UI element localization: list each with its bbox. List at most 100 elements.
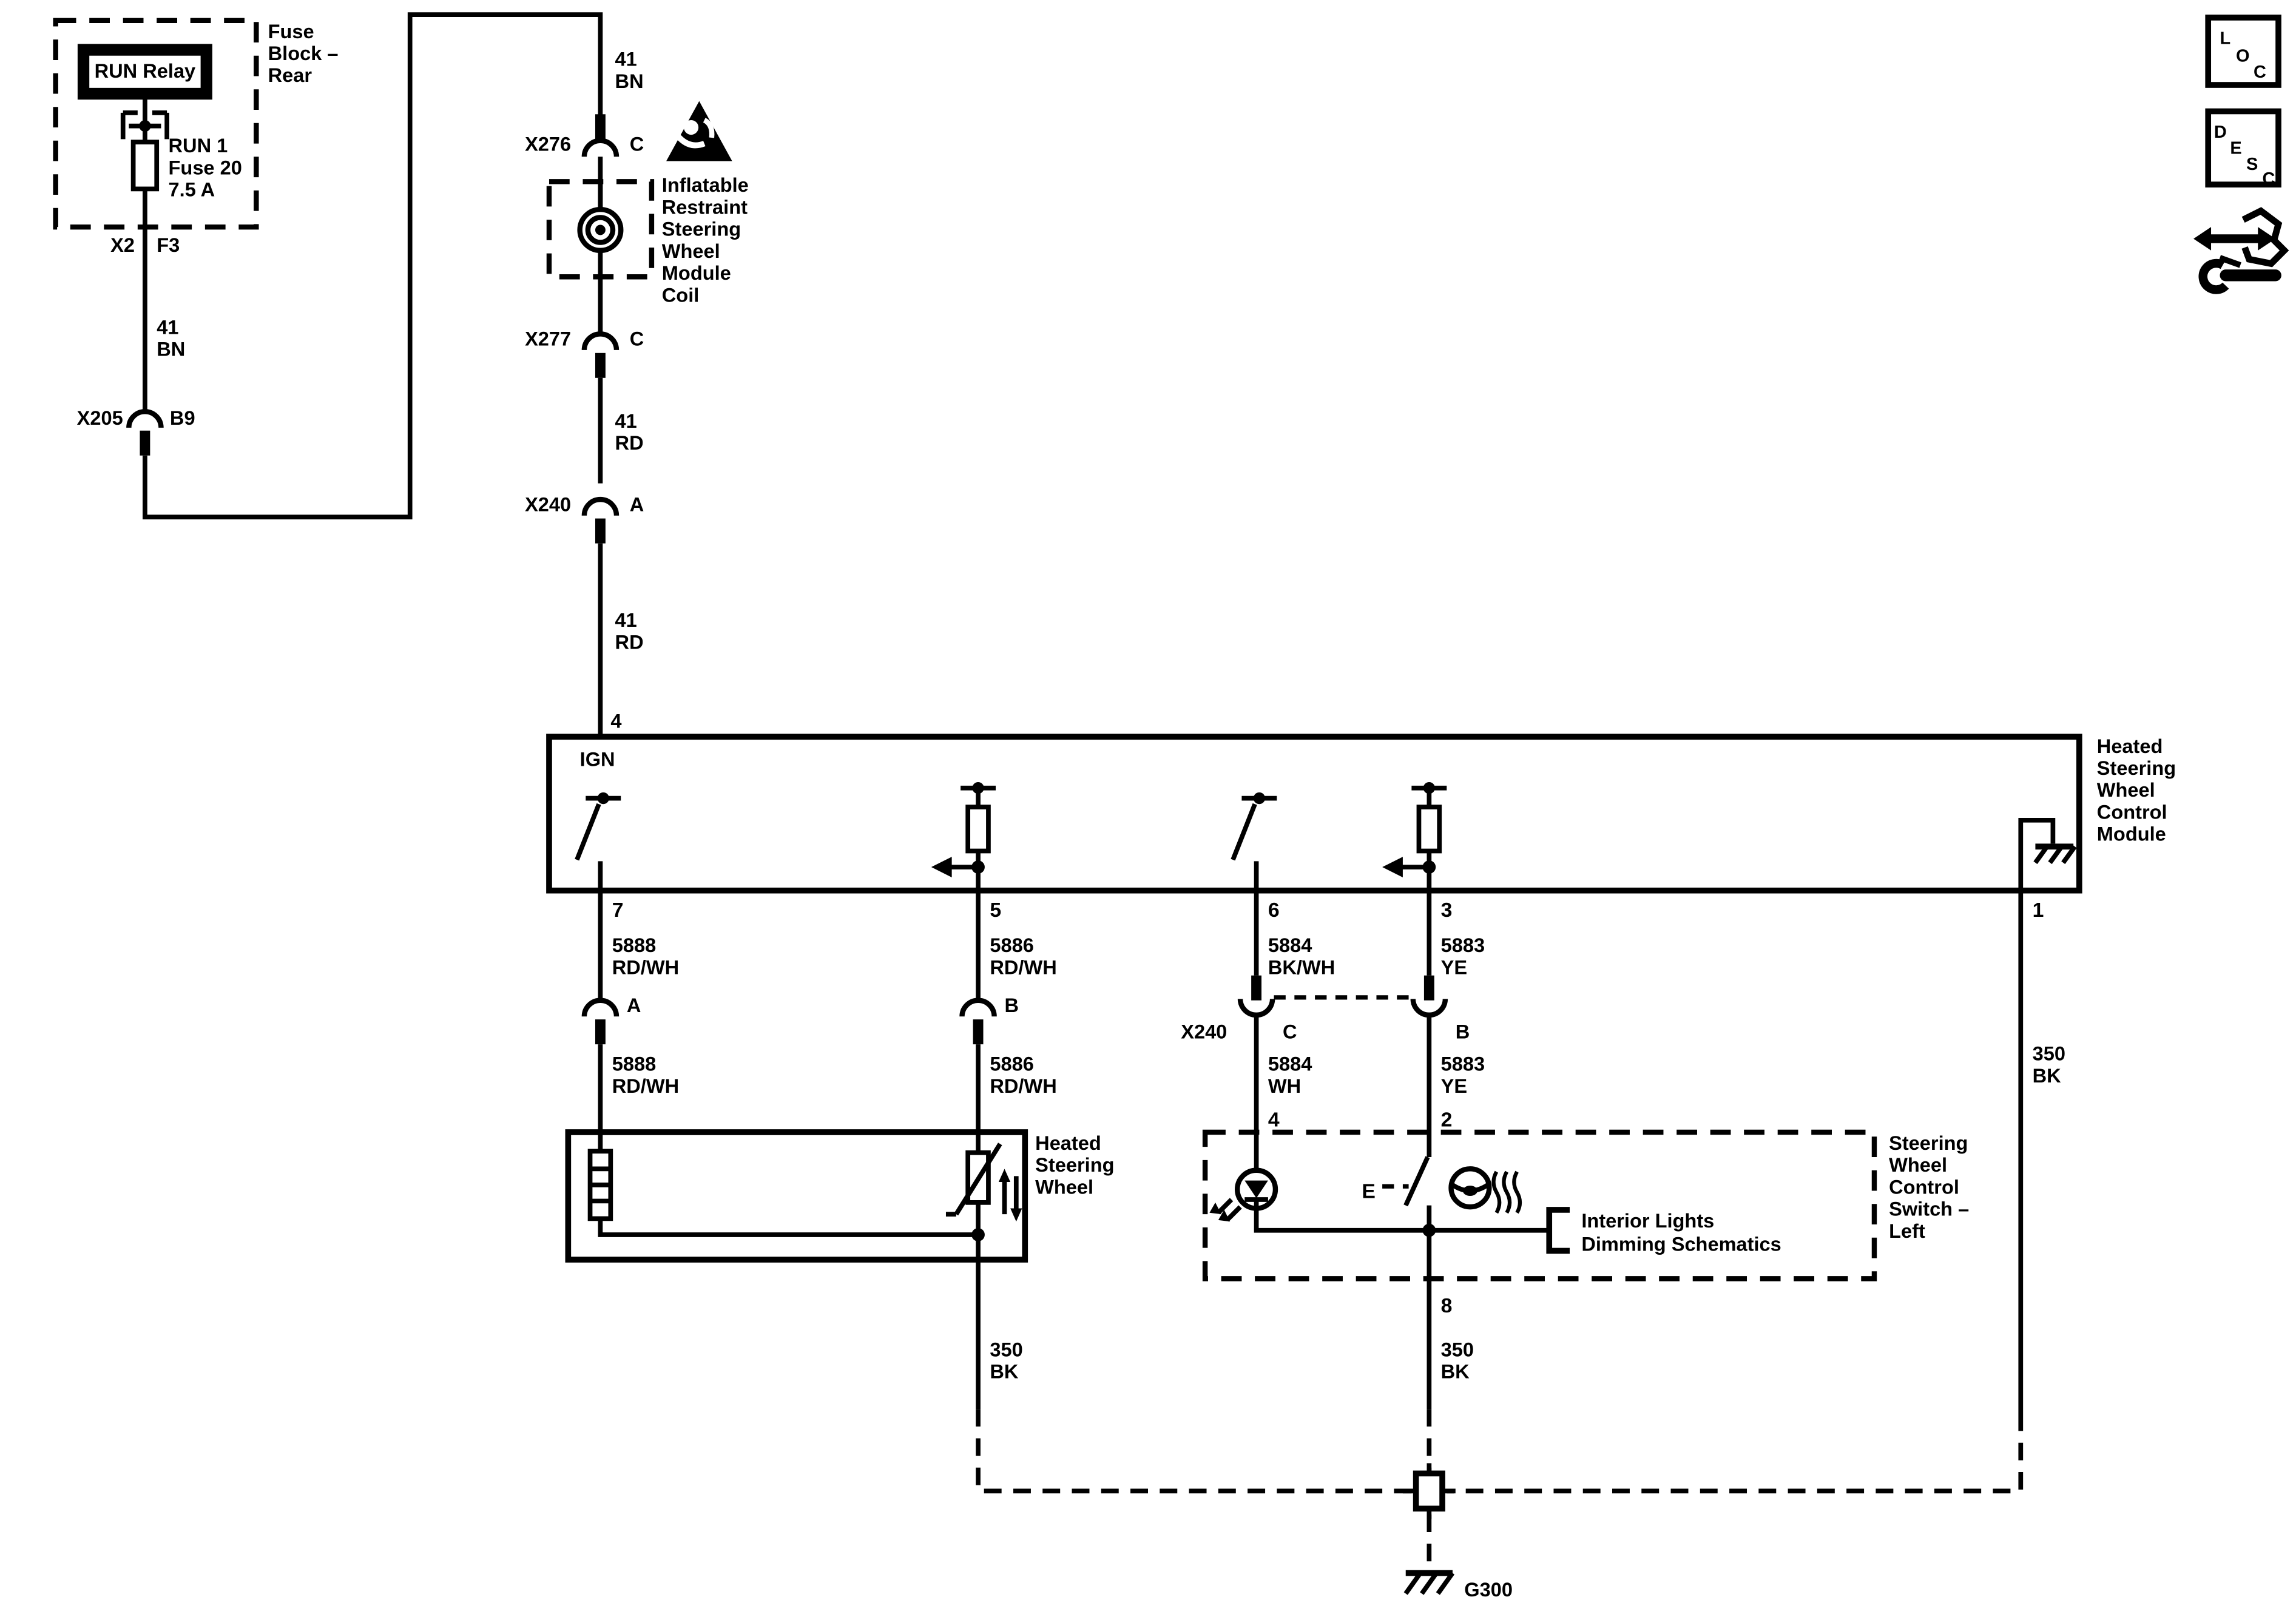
loc-letter: O <box>2236 46 2250 66</box>
module-pin-5: 5 <box>990 899 1001 922</box>
wire-350c-color: BK <box>2033 1065 2062 1087</box>
switch-pin-8: 8 <box>1441 1294 1453 1317</box>
module-pin-6: 6 <box>1268 899 1280 922</box>
interior-lights-label: Interior Lights <box>1581 1210 1714 1232</box>
module-element-pin3 <box>1382 782 1447 891</box>
fuse-block-outline <box>53 18 259 230</box>
coil-label: Module <box>662 262 731 284</box>
module-label: Heated <box>2097 735 2163 757</box>
wire-5883b-circuit: 5883 <box>1441 1053 1485 1075</box>
direction-wrench-icon[interactable] <box>2193 207 2289 294</box>
module-pin-4: 4 <box>610 711 621 732</box>
desc-letter: S <box>2246 155 2258 174</box>
coil-label: Wheel <box>662 240 720 262</box>
module-ign-label: IGN <box>580 748 615 770</box>
wire-5883-circuit: 5883 <box>1441 934 1485 956</box>
switch-contact-symbol: E <box>1362 1132 1436 1279</box>
wire-5883b-color: YE <box>1441 1075 1467 1097</box>
connector-a: A <box>581 994 641 1045</box>
wire-350-circuit: 350 <box>990 1338 1022 1360</box>
module-label: Control <box>2097 801 2167 823</box>
connector-b-pin: B <box>1005 994 1019 1016</box>
loc-button[interactable]: L O C <box>2205 15 2281 88</box>
wire-5884b-circuit: 5884 <box>1268 1053 1312 1075</box>
wire-41bn-circuit: 41 <box>157 316 178 338</box>
connector-x205: X205 B9 <box>77 407 195 456</box>
relay-contact-symbol <box>120 93 169 143</box>
connector-x276-pin: C <box>630 133 644 155</box>
module-pin-3: 3 <box>1441 899 1453 922</box>
fuse-symbol <box>130 140 160 192</box>
wire-41bn-color: BN <box>157 339 185 360</box>
module-label: Steering <box>2097 757 2176 779</box>
connector-b: B <box>959 994 1019 1045</box>
coil-label: Steering <box>662 218 741 240</box>
switch-label: Steering <box>1889 1132 1968 1154</box>
fuse-label: RUN 1 <box>169 135 228 157</box>
wire-5886-circuit: 5886 <box>990 934 1033 956</box>
module-pin-7: 7 <box>612 899 624 922</box>
wire-5888-circuit: 5888 <box>612 934 656 956</box>
connector-x240c-pin: C <box>1283 1021 1297 1042</box>
module-switch-pin7 <box>575 792 621 891</box>
wire-350b-circuit: 350 <box>1441 1338 1474 1360</box>
interior-lights-label: Dimming Schematics <box>1581 1234 1781 1255</box>
wire-41rd-circuit: 41 <box>615 410 637 432</box>
module-pin-1: 1 <box>2033 899 2044 922</box>
desc-button[interactable]: D E S C <box>2205 108 2281 189</box>
run-relay-label: RUN Relay <box>95 60 196 82</box>
column-coil-run: 41 BN X276 C Inflatable Restraint <box>525 49 749 737</box>
interior-lights-ref: Interior Lights Dimming Schematics <box>1546 1207 1781 1255</box>
connector-x276-name: X276 <box>525 133 571 155</box>
ground-g300-label: G300 <box>1464 1579 1513 1601</box>
loc-letter: L <box>2220 29 2231 48</box>
wire-350-color: BK <box>990 1361 1019 1383</box>
switch-label: Wheel <box>1889 1154 1947 1176</box>
switch-label: Control <box>1889 1176 1959 1198</box>
ground-wire-module: 350 BK <box>1447 890 2065 1494</box>
coil-label: Coil <box>662 284 700 306</box>
wire-5886-color: RD/WH <box>990 956 1056 978</box>
module-switch-pin6 <box>1231 792 1277 891</box>
coil-label: Inflatable <box>662 174 749 196</box>
wire-5888-run: 5888 RD/WH A 5888 RD/WH <box>581 890 679 1132</box>
switch-label: Left <box>1889 1220 1925 1242</box>
desc-letter: D <box>2214 123 2227 142</box>
module-element-pin5 <box>931 782 996 891</box>
wire-350b-color: BK <box>1441 1361 1470 1383</box>
wire-5886b-color: RD/WH <box>990 1075 1056 1097</box>
fuse-block-label: Fuse <box>268 21 314 42</box>
desc-letter: E <box>2230 138 2241 158</box>
connector-x205-pin: B9 <box>170 407 195 429</box>
fuse-label: 7.5 A <box>169 178 215 200</box>
heated-wheel-label: Wheel <box>1035 1176 1093 1198</box>
fuse-block-label: Rear <box>268 64 312 86</box>
module-internal-ground <box>2018 817 2077 891</box>
ground-g300: G300 <box>1403 1570 1513 1601</box>
fuse-block-pin-f3: F3 <box>157 234 180 256</box>
wire-5884b-color: WH <box>1268 1075 1301 1097</box>
module-label: Module <box>2097 823 2166 845</box>
connector-x277: X277 C <box>525 328 644 378</box>
connector-x205-name: X205 <box>77 407 123 429</box>
wire-350c-circuit: 350 <box>2033 1043 2065 1065</box>
connector-a-pin: A <box>627 994 641 1016</box>
wire-5888-color: RD/WH <box>612 956 679 978</box>
wire-5884-run: 5884 BK/WH X240 C 5884 WH 4 <box>1181 890 1412 1132</box>
run1-feed-wire: 41 BN X205 B9 <box>77 12 603 519</box>
fuse-block-rear: Fuse Block – Rear RUN Relay RUN 1 Fuse 2… <box>53 18 339 256</box>
connector-b2: B <box>1410 975 1470 1042</box>
connector-x277-name: X277 <box>525 328 571 350</box>
switch-e-label: E <box>1362 1180 1376 1203</box>
fuse-label: Fuse 20 <box>169 157 242 178</box>
ground-wire-left: 350 BK <box>976 1259 1412 1494</box>
wire-5884-circuit: 5884 <box>1268 934 1312 956</box>
connector-x240-a: X240 A <box>525 493 644 544</box>
sir-coil-component: Inflatable Restraint Steering Wheel Modu… <box>546 174 749 334</box>
heated-steering-wheel: Heated Steering Wheel <box>565 1129 1115 1263</box>
desc-letter: C <box>2262 169 2275 189</box>
connector-b2-pin: B <box>1456 1021 1470 1042</box>
connector-x240a-pin: A <box>630 493 644 515</box>
fuse-block-label: Block – <box>268 42 339 64</box>
